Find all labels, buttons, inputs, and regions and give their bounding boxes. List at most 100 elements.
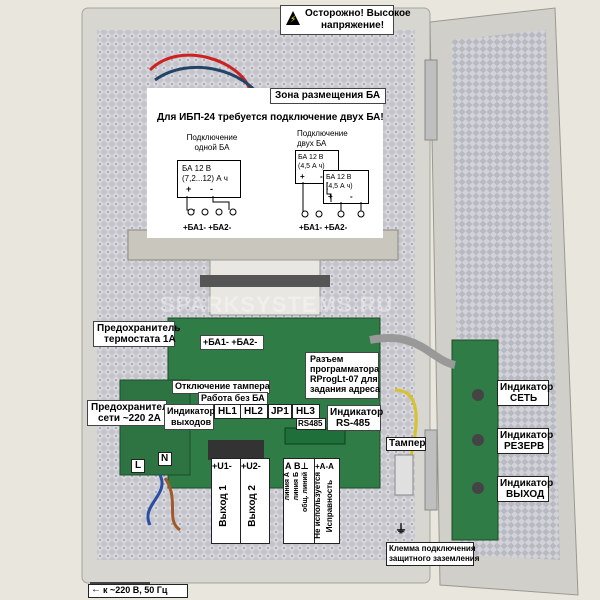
- l-terminal-text: L: [135, 460, 142, 471]
- two-battery-minus-1: -: [320, 172, 323, 181]
- line-a-label: линия А: [284, 472, 291, 501]
- programmer-line4: задания адреса: [310, 384, 381, 394]
- rs485-chip-text: RS485: [298, 419, 323, 428]
- two-battery-box1-line2: (4,5 А ч): [298, 163, 325, 170]
- n-terminal-label: N: [158, 452, 172, 466]
- tamper-text: Тампер: [389, 438, 426, 449]
- fuse-thermostat-label: Предохранитель термостата 1А: [93, 321, 180, 347]
- warning-label: ⚡ Осторожно! Высокое напряжение!: [280, 5, 411, 35]
- hl2-text: HL2: [244, 406, 263, 417]
- two-battery-wiring: [301, 182, 365, 218]
- tamper-label: Тампер: [386, 437, 426, 451]
- rs485-chip-label: RS485: [296, 418, 326, 430]
- output-2-label: Выход 2: [247, 485, 258, 527]
- one-battery-box-line1: БА 12 В: [182, 164, 212, 173]
- tamper-off-text: Отключение тампера: [175, 381, 270, 391]
- ba-terminals-text: +БА1- +БА2-: [203, 337, 258, 347]
- one-battery-box: БА 12 В (7,2...12) А ч + -: [177, 160, 241, 198]
- hl2-label: HL2: [240, 404, 268, 419]
- battery-zone-panel: Для ИБП-24 требуется подключение двух БА…: [147, 88, 384, 238]
- rs485-lines-column: А В⊥: [283, 458, 315, 544]
- programmer-line1: Разъем: [310, 354, 344, 364]
- two-battery-minus-2: -: [350, 192, 353, 201]
- hl1-text: HL1: [218, 406, 237, 417]
- ab-text: А В⊥: [285, 461, 309, 471]
- one-battery-caption-1: Подключение: [186, 133, 238, 142]
- one-battery-box-line2: (7,2...12) А ч: [182, 174, 228, 183]
- two-battery-plus-1: +: [300, 172, 305, 181]
- no-battery-text: Работа без БА: [201, 393, 265, 403]
- two-battery-plus-2: +: [328, 192, 333, 201]
- u1-text: +U1-: [212, 461, 232, 471]
- hl1-label: HL1: [214, 404, 242, 419]
- output-1-label: Выход 1: [218, 485, 229, 527]
- jp1-label: JP1: [268, 404, 292, 419]
- indicator-mains-line2: СЕТЬ: [510, 393, 538, 404]
- ba-terminals-label: +БА1- +БА2-: [200, 335, 264, 350]
- output-indicators-label: Индикаторы выходов: [164, 404, 223, 430]
- indicator-output-line1: Индикатор: [500, 478, 554, 489]
- arrow-left-icon: ←: [91, 584, 101, 595]
- ground-line2: защитного заземления: [389, 554, 480, 563]
- two-battery-caption-1: Подключение: [297, 129, 348, 138]
- n-terminal-text: N: [161, 453, 169, 464]
- fuse-mains-line1: Предохранители: [91, 402, 175, 413]
- line-b-label: линия Б: [293, 472, 300, 501]
- one-battery-plus: +: [186, 184, 192, 194]
- two-battery-box2-line1: БА 12 В: [326, 174, 352, 181]
- fuse-mains-line2: сети ~220 2А: [98, 413, 161, 424]
- hl3-label: HL3: [292, 404, 320, 419]
- two-battery-box2-line2: (4,5 А ч): [326, 183, 353, 190]
- two-battery-terminals: +БА1- +БА2-: [299, 223, 348, 232]
- indicator-output-label: Индикатор ВЫХОД: [497, 476, 553, 502]
- ground-icon: ⏚: [395, 522, 408, 536]
- fuse-mains-label: Предохранители сети ~220 2А: [87, 400, 174, 426]
- warning-text-1: Осторожно! Высокое: [305, 8, 411, 19]
- one-battery-terminals: +БА1- +БА2-: [183, 223, 232, 232]
- l-terminal-label: L: [131, 459, 145, 473]
- battery-zone-title: Зона размещения БА: [275, 90, 381, 101]
- battery-requirement: Для ИБП-24 требуется подключение двух БА…: [157, 112, 384, 123]
- indicator-mains-label: Индикатор СЕТЬ: [497, 380, 553, 406]
- output-1-column: +U1-: [211, 458, 241, 544]
- watermark: SPARKSYSTEMS.RU: [160, 292, 394, 317]
- u2-text: +U2-: [241, 461, 261, 471]
- output-2-column: +U2-: [240, 458, 270, 544]
- ground-line1: Клемма подключения: [389, 544, 476, 553]
- health-column: +А-А: [314, 458, 340, 544]
- two-battery-box1-line1: БА 12 В: [298, 154, 324, 161]
- jp1-text: JP1: [271, 406, 289, 417]
- one-battery-wiring: [186, 196, 237, 216]
- not-used-label: Не используется: [313, 472, 322, 539]
- one-battery-minus: -: [210, 184, 213, 194]
- output-indicators-line1: Индикаторы: [167, 406, 223, 416]
- indicator-output-line2: ВЫХОД: [506, 489, 545, 500]
- health-label: Исправность: [325, 480, 334, 533]
- fuse-thermostat-line1: Предохранитель: [97, 323, 181, 334]
- indicator-mains-line1: Индикатор: [500, 382, 554, 393]
- fuse-thermostat-line2: термостата 1А: [104, 334, 176, 345]
- battery-zone-title-box: Зона размещения БА: [270, 88, 386, 104]
- output-indicators-line2: выходов: [171, 417, 212, 427]
- indicator-reserve-label: Индикатор РЕЗЕРВ: [497, 428, 553, 454]
- warning-text-2: напряжение!: [321, 20, 385, 31]
- programmer-line2: программатора: [310, 364, 380, 374]
- hl3-text: HL3: [296, 406, 315, 417]
- one-battery-caption-2: одной БА: [194, 143, 230, 152]
- mains-input-text: к ~220 В, 50 Гц: [103, 585, 168, 595]
- rs485-indicator-line2: RS-485: [336, 418, 370, 429]
- two-battery-box-1: БА 12 В (4,5 А ч) + -: [295, 150, 339, 184]
- two-battery-box-2: БА 12 В (4,5 А ч) + -: [323, 170, 369, 204]
- mains-input-label: ← к ~220 В, 50 Гц: [88, 584, 188, 598]
- indicator-reserve-line1: Индикатор: [500, 430, 554, 441]
- rs485-indicator-label: Индикатор RS-485: [327, 405, 384, 431]
- indicator-reserve-line2: РЕЗЕРВ: [504, 441, 545, 452]
- programmer-line3: RProgLt-07 для: [310, 374, 378, 384]
- aa-text: +А-А: [315, 462, 334, 471]
- ground-terminal-label: Клемма подключения защитного заземления: [386, 542, 479, 566]
- line-common-label: общ. линий: [302, 472, 309, 512]
- rs485-indicator-line1: Индикатор: [330, 407, 384, 418]
- programmer-label: Разъем программатора RProgLt-07 для зада…: [305, 352, 381, 399]
- two-battery-caption-2: двух БА: [297, 139, 327, 148]
